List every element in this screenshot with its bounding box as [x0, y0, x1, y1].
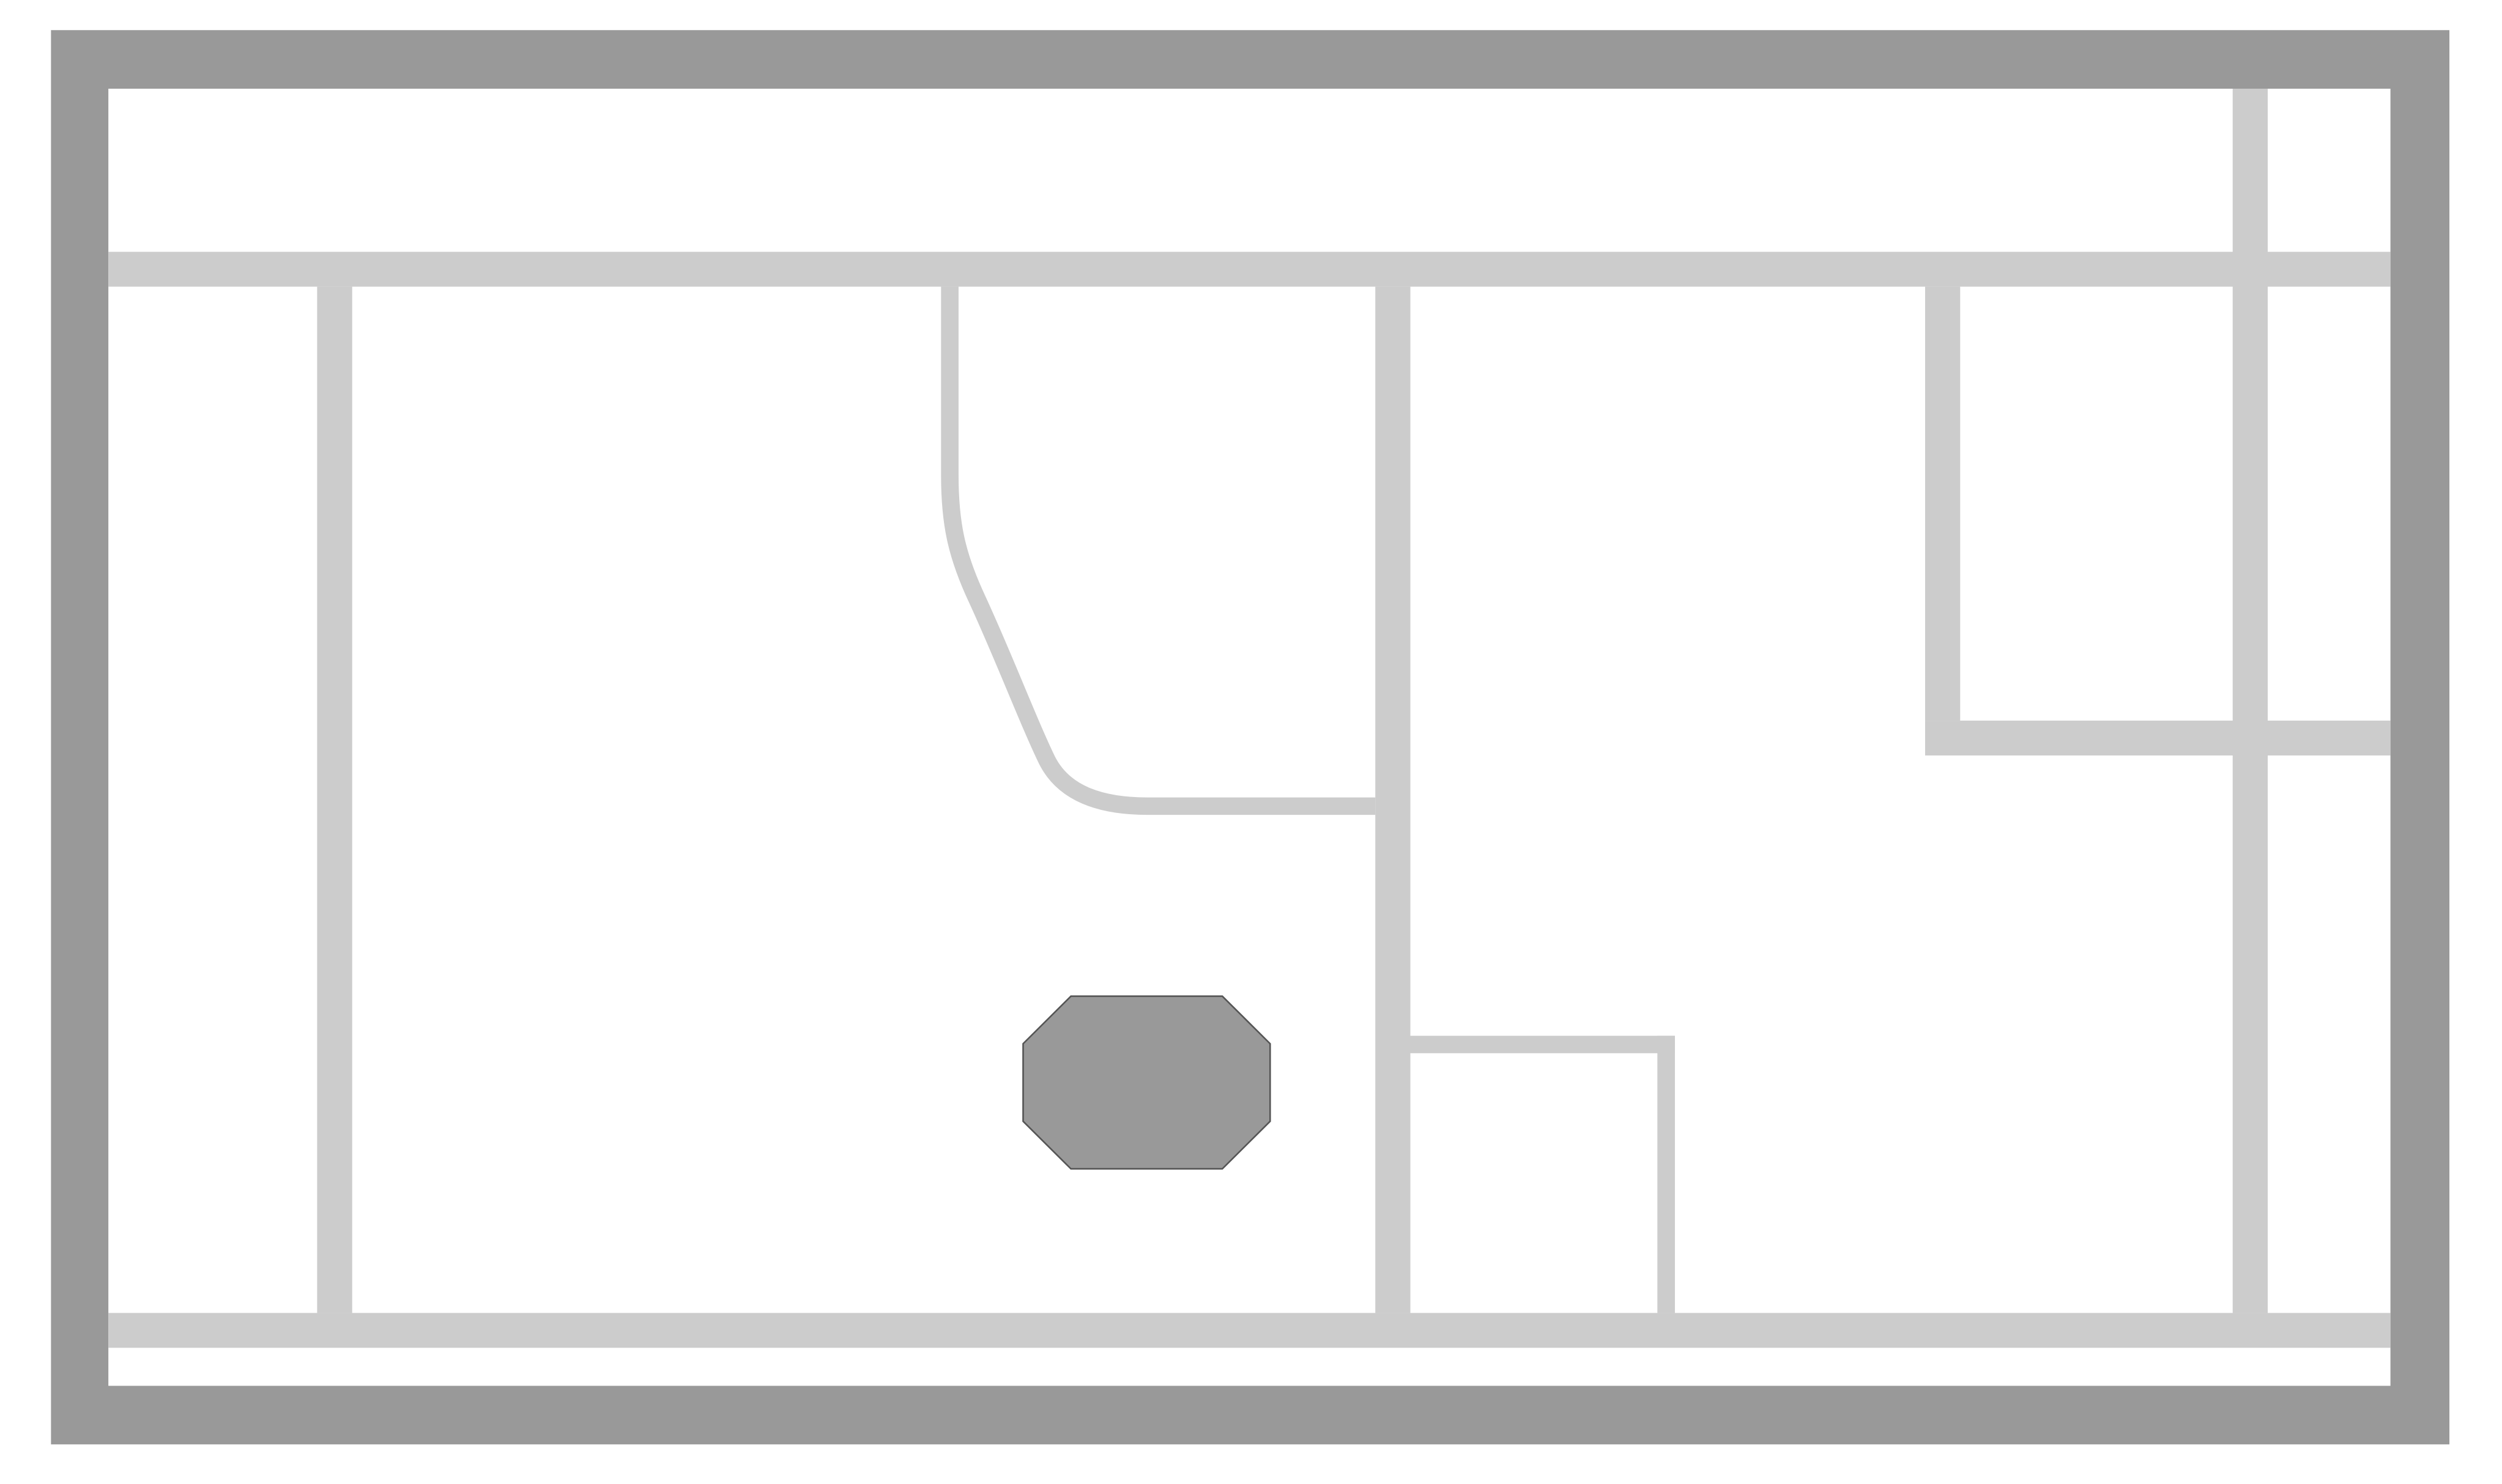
wall-right-vertical	[2232, 88, 2268, 1313]
wall-curved-partition	[941, 286, 1376, 815]
octagon-fixture	[1022, 995, 1271, 1170]
wall-left-vertical	[317, 286, 352, 1313]
wall-small-room-right	[1657, 1036, 1675, 1313]
wall-upper-right-room-bottom	[1925, 721, 2391, 756]
wall-upper-right-room-left	[1925, 286, 1961, 721]
interior-walls	[108, 88, 2391, 1348]
wall-center-vertical	[1375, 286, 1411, 1313]
wall-small-room-top	[1410, 1036, 1675, 1053]
wall-bottom-horizontal	[108, 1313, 2391, 1348]
wall-top-horizontal	[108, 251, 2391, 287]
